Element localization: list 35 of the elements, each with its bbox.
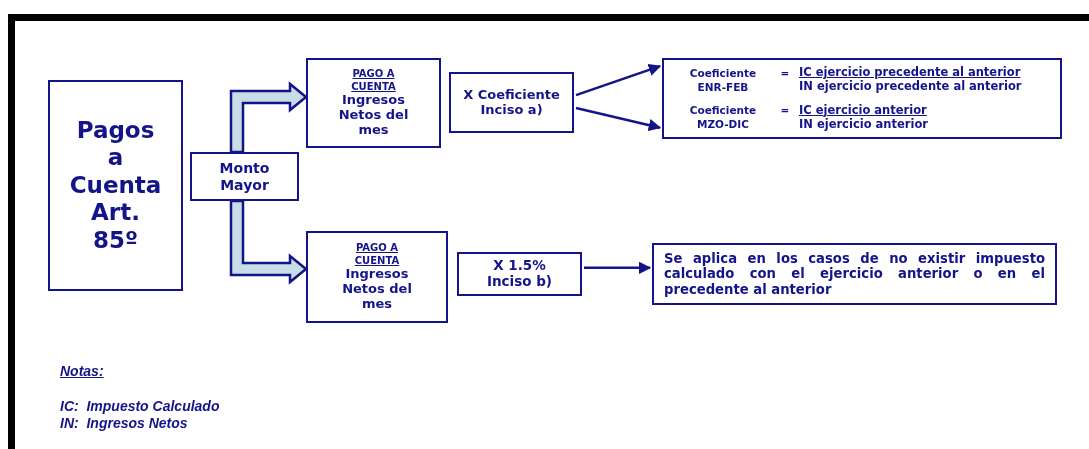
arrow bbox=[584, 261, 652, 275]
box-heading: PAGO A CUENTA bbox=[350, 68, 397, 94]
box-text: Monto Mayor bbox=[218, 160, 271, 193]
note-text: IN: Ingresos Netos bbox=[60, 415, 188, 431]
box-text: X Coeficiente Inciso a) bbox=[462, 87, 561, 118]
equals-sign: = bbox=[779, 104, 791, 117]
formula-term: IN ejercicio precedente al anterior bbox=[799, 80, 1023, 94]
process-box bbox=[652, 243, 1057, 305]
arrow bbox=[575, 106, 662, 132]
process-box bbox=[48, 80, 183, 291]
box-text: X 1.5% Inciso b) bbox=[485, 258, 554, 290]
arrow bbox=[575, 63, 662, 97]
block-arrow bbox=[229, 81, 308, 154]
box-heading: PAGO A CUENTA bbox=[353, 242, 401, 268]
formula-label: ENR-FEB bbox=[696, 80, 750, 93]
process-box bbox=[306, 231, 448, 323]
process-box bbox=[306, 58, 441, 148]
process-box bbox=[190, 152, 299, 201]
formula-term: IN ejercicio anterior bbox=[799, 117, 929, 131]
process-box bbox=[662, 58, 1062, 139]
process-box bbox=[457, 252, 582, 296]
formula-term: IC ejercicio anterior bbox=[799, 103, 928, 117]
process-box bbox=[449, 72, 574, 133]
note-text: IC: Impuesto Calculado bbox=[60, 398, 220, 414]
box-text: Ingresos Netos del mes bbox=[341, 267, 413, 312]
equals-sign: = bbox=[779, 66, 791, 79]
formula-label: MZO-DIC bbox=[696, 118, 750, 131]
box-text: Ingresos Netos del mes bbox=[337, 93, 410, 138]
box-text: Pagos a Cuenta Art. 85º bbox=[68, 116, 163, 255]
notes-heading: Notas: bbox=[60, 363, 104, 379]
formula-label: Coeficiente bbox=[688, 104, 758, 117]
formula-label: Coeficiente bbox=[688, 66, 758, 79]
block-arrow bbox=[229, 199, 308, 285]
box-text: Se aplica en los casos de no existir impuesto calculado con el ejercicio anterior o en el precedente al anterior bbox=[663, 251, 1046, 297]
formula-term: IC ejercicio precedente al anterior bbox=[799, 66, 1022, 80]
